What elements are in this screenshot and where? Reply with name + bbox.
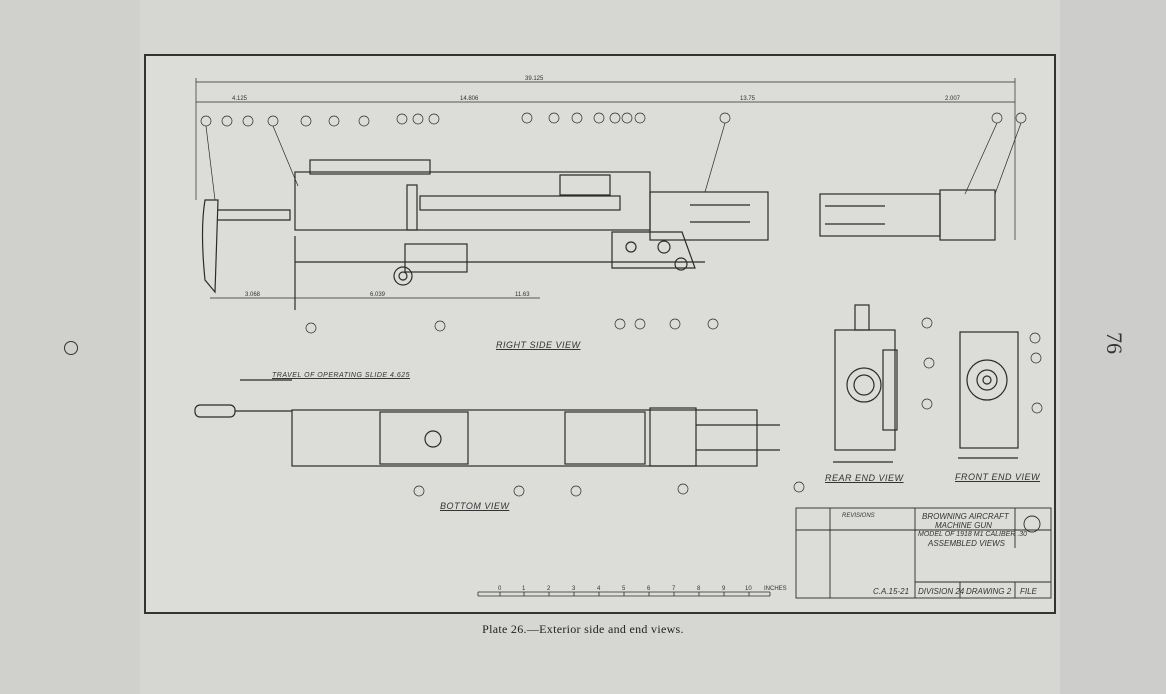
scale-tick-label: 0 xyxy=(498,586,502,592)
class-number: C.A.15-21 xyxy=(873,587,910,596)
front-end-view xyxy=(958,331,1019,459)
dim-c: 13.75 xyxy=(740,96,756,102)
dim-f: 6.039 xyxy=(370,292,386,298)
scale-tick-label: 4 xyxy=(597,586,601,592)
division-number: DIVISION 24 xyxy=(918,587,965,596)
revisions-label: REVISIONS xyxy=(842,513,875,519)
right-side-view-label: RIGHT SIDE VIEW xyxy=(496,340,581,350)
scale-labels: 0 1 2 3 4 5 6 7 8 9 10 INCHES xyxy=(498,586,787,592)
dimension-lines xyxy=(195,78,1016,299)
title-line-3: MODEL OF 1918 M1 CALIBER .30 xyxy=(918,531,1028,538)
title-line-1: BROWNING AIRCRAFT xyxy=(922,512,1009,521)
punch-hole xyxy=(64,341,78,355)
title-block xyxy=(795,507,1052,599)
scale-bar xyxy=(477,591,771,597)
dim-e: 3.068 xyxy=(245,292,261,298)
dim-overall: 39.125 xyxy=(525,76,544,82)
title-line-4: ASSEMBLED VIEWS xyxy=(928,539,1005,548)
bottom-view-label: BOTTOM VIEW xyxy=(440,501,510,511)
plate-caption: Plate 26.—Exterior side and end views. xyxy=(482,622,684,636)
title-line-2: MACHINE GUN xyxy=(935,521,992,530)
front-end-view-label: FRONT END VIEW xyxy=(955,472,1040,482)
page-bleed-right xyxy=(1060,0,1166,694)
rear-end-view xyxy=(833,304,898,463)
travel-note: TRAVEL OF OPERATING SLIDE 4.625 xyxy=(272,372,411,379)
scale-tick-label: 3 xyxy=(572,586,576,592)
rear-end-view-label: REAR END VIEW xyxy=(825,473,904,483)
file-label: FILE xyxy=(1020,587,1037,596)
dimension-values: 39.125 4.125 14.806 13.75 2.007 3.068 6.… xyxy=(232,76,961,298)
right-side-view xyxy=(201,159,996,310)
dim-g: 11.63 xyxy=(515,292,530,298)
scale-tick-label: 10 xyxy=(745,586,752,592)
part-callouts xyxy=(200,112,1043,497)
scale-tick-label: 2 xyxy=(547,586,551,592)
scale-tick-label: 6 xyxy=(647,586,651,592)
dim-d: 2.007 xyxy=(945,96,961,102)
drawing-number: DRAWING 2 xyxy=(966,587,1012,596)
scale-tick-label: 1 xyxy=(522,586,526,592)
scale-unit: INCHES xyxy=(764,586,787,592)
bottom-view xyxy=(194,379,780,467)
scale-tick-label: 5 xyxy=(622,586,626,592)
scale-tick-label: 7 xyxy=(672,586,676,592)
plate-frame xyxy=(144,54,1056,614)
scale-tick-label: 9 xyxy=(722,586,726,592)
page-number: 76 xyxy=(1102,332,1127,354)
dim-a: 4.125 xyxy=(232,96,248,102)
scale-tick-label: 8 xyxy=(697,586,701,592)
dim-b: 14.806 xyxy=(460,96,479,102)
